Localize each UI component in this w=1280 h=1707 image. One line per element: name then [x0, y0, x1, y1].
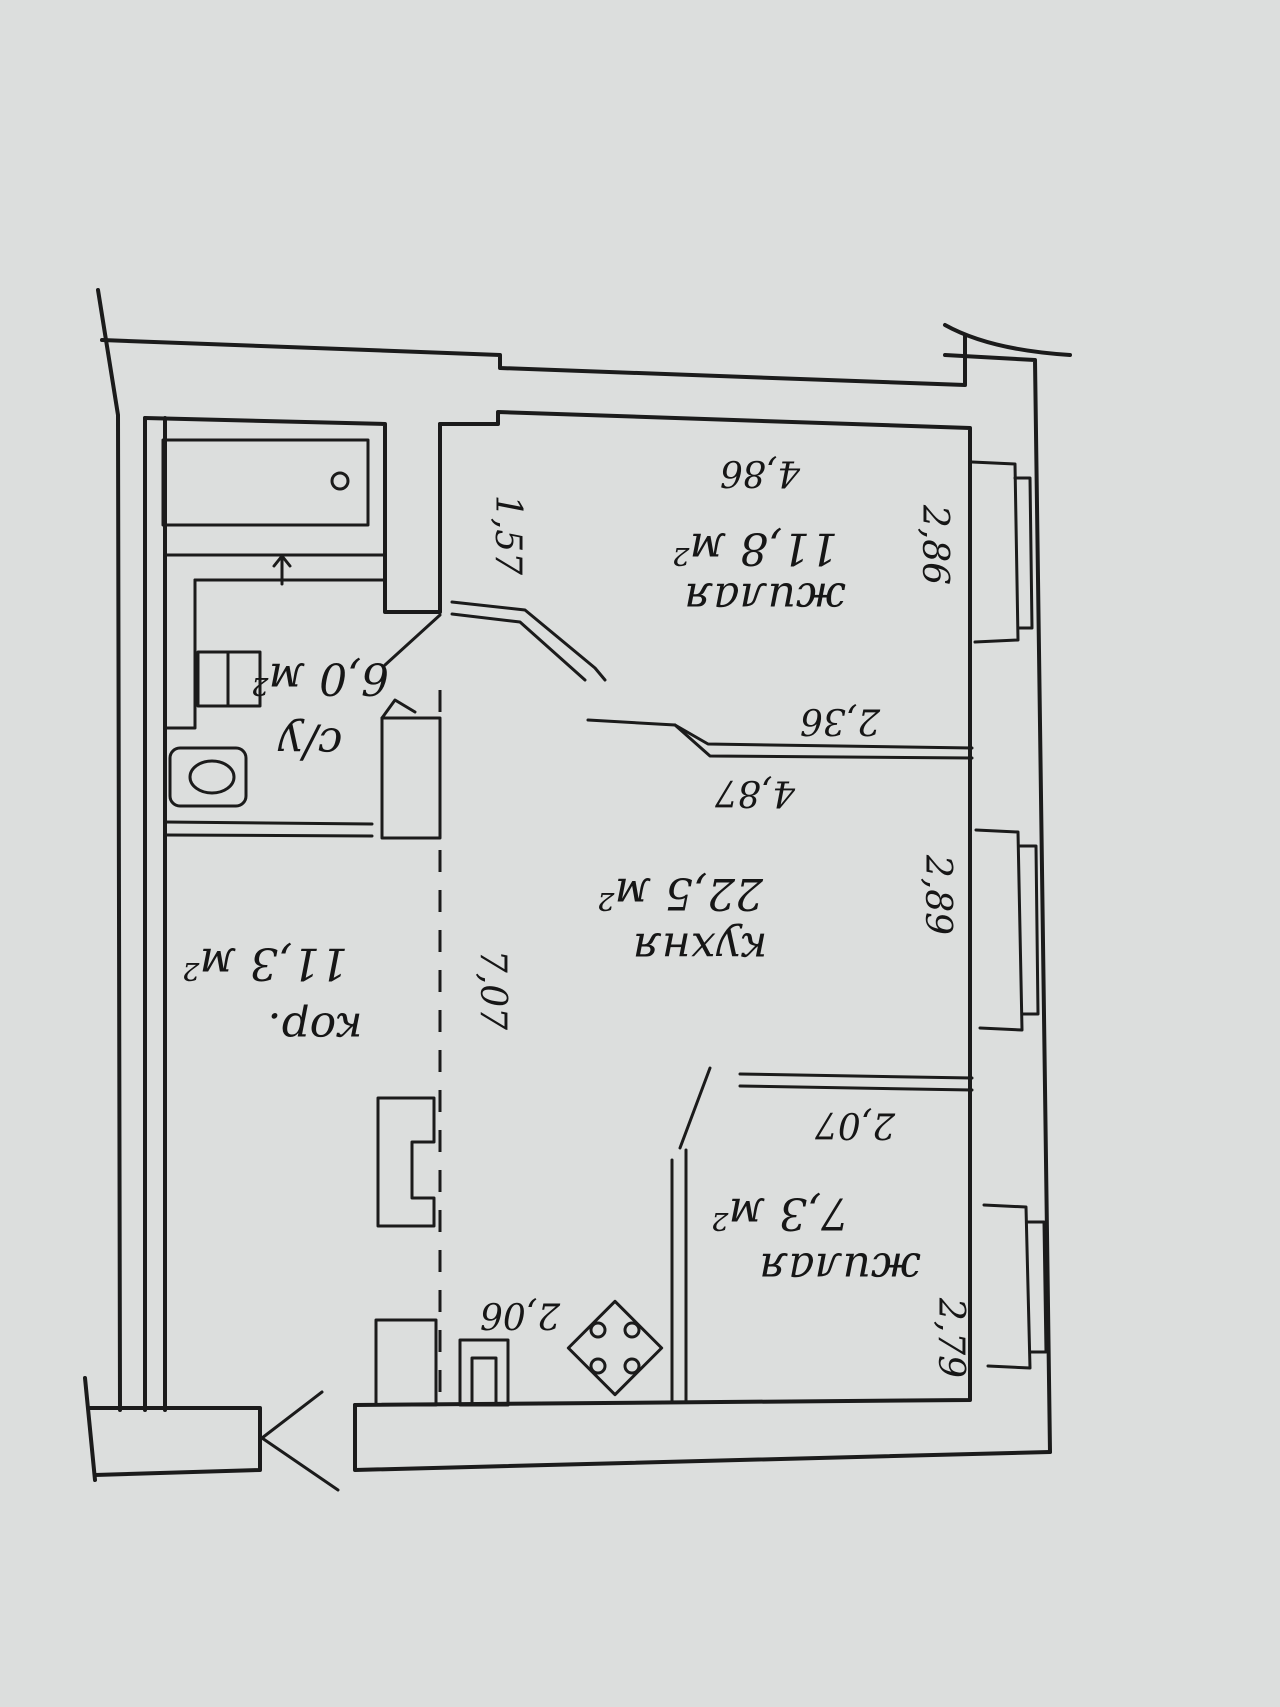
dimension-top-partition: 2,36 [800, 700, 881, 741]
dimension-bottom-height: 2,79 [930, 1297, 971, 1378]
dimension-kitchen-height: 2,89 [917, 854, 958, 935]
dimension-labels: 4,86 2,86 1,57 2,36 4,87 2,89 7,07 2,07 … [472, 452, 971, 1378]
room-label-bedroom-bottom: жилая [759, 1243, 921, 1294]
kitchen-fixtures [374, 1096, 664, 1407]
room-label-bathroom: с/у [277, 718, 342, 769]
dimension-top-height: 2,86 [914, 504, 955, 585]
dimension-kitchen-width: 4,87 [715, 772, 796, 813]
interior-partitions [438, 600, 974, 1404]
dimension-middle-length: 7,07 [472, 950, 513, 1030]
room-label-kitchen: кухня [633, 923, 768, 974]
room-area-bedroom-bottom: 7,3 м² [711, 1188, 849, 1239]
room-label-corridor: кор. [268, 1003, 363, 1054]
dimension-top-wall-short: 1,57 [487, 495, 528, 575]
room-area-corridor: 11,3 м² [182, 938, 348, 989]
room-area-bathroom: 6,0 м² [251, 653, 389, 704]
exterior-walls [83, 288, 1072, 1492]
room-labels: жилая 11,8 м² кухня 22,5 м² жилая 7,3 м²… [182, 523, 921, 1294]
dimension-bottom-kitchen: 2,06 [480, 1294, 561, 1335]
dimension-top-width: 4,86 [720, 452, 801, 493]
room-area-bedroom-top: 11,8 м² [672, 523, 838, 574]
bathroom-fixtures [161, 438, 442, 840]
window-bays [970, 460, 1048, 1370]
room-area-kitchen: 22,5 м² [597, 868, 764, 919]
dimension-bottom-partition: 2,07 [815, 1104, 896, 1145]
room-label-bedroom-top: жилая [684, 573, 846, 624]
